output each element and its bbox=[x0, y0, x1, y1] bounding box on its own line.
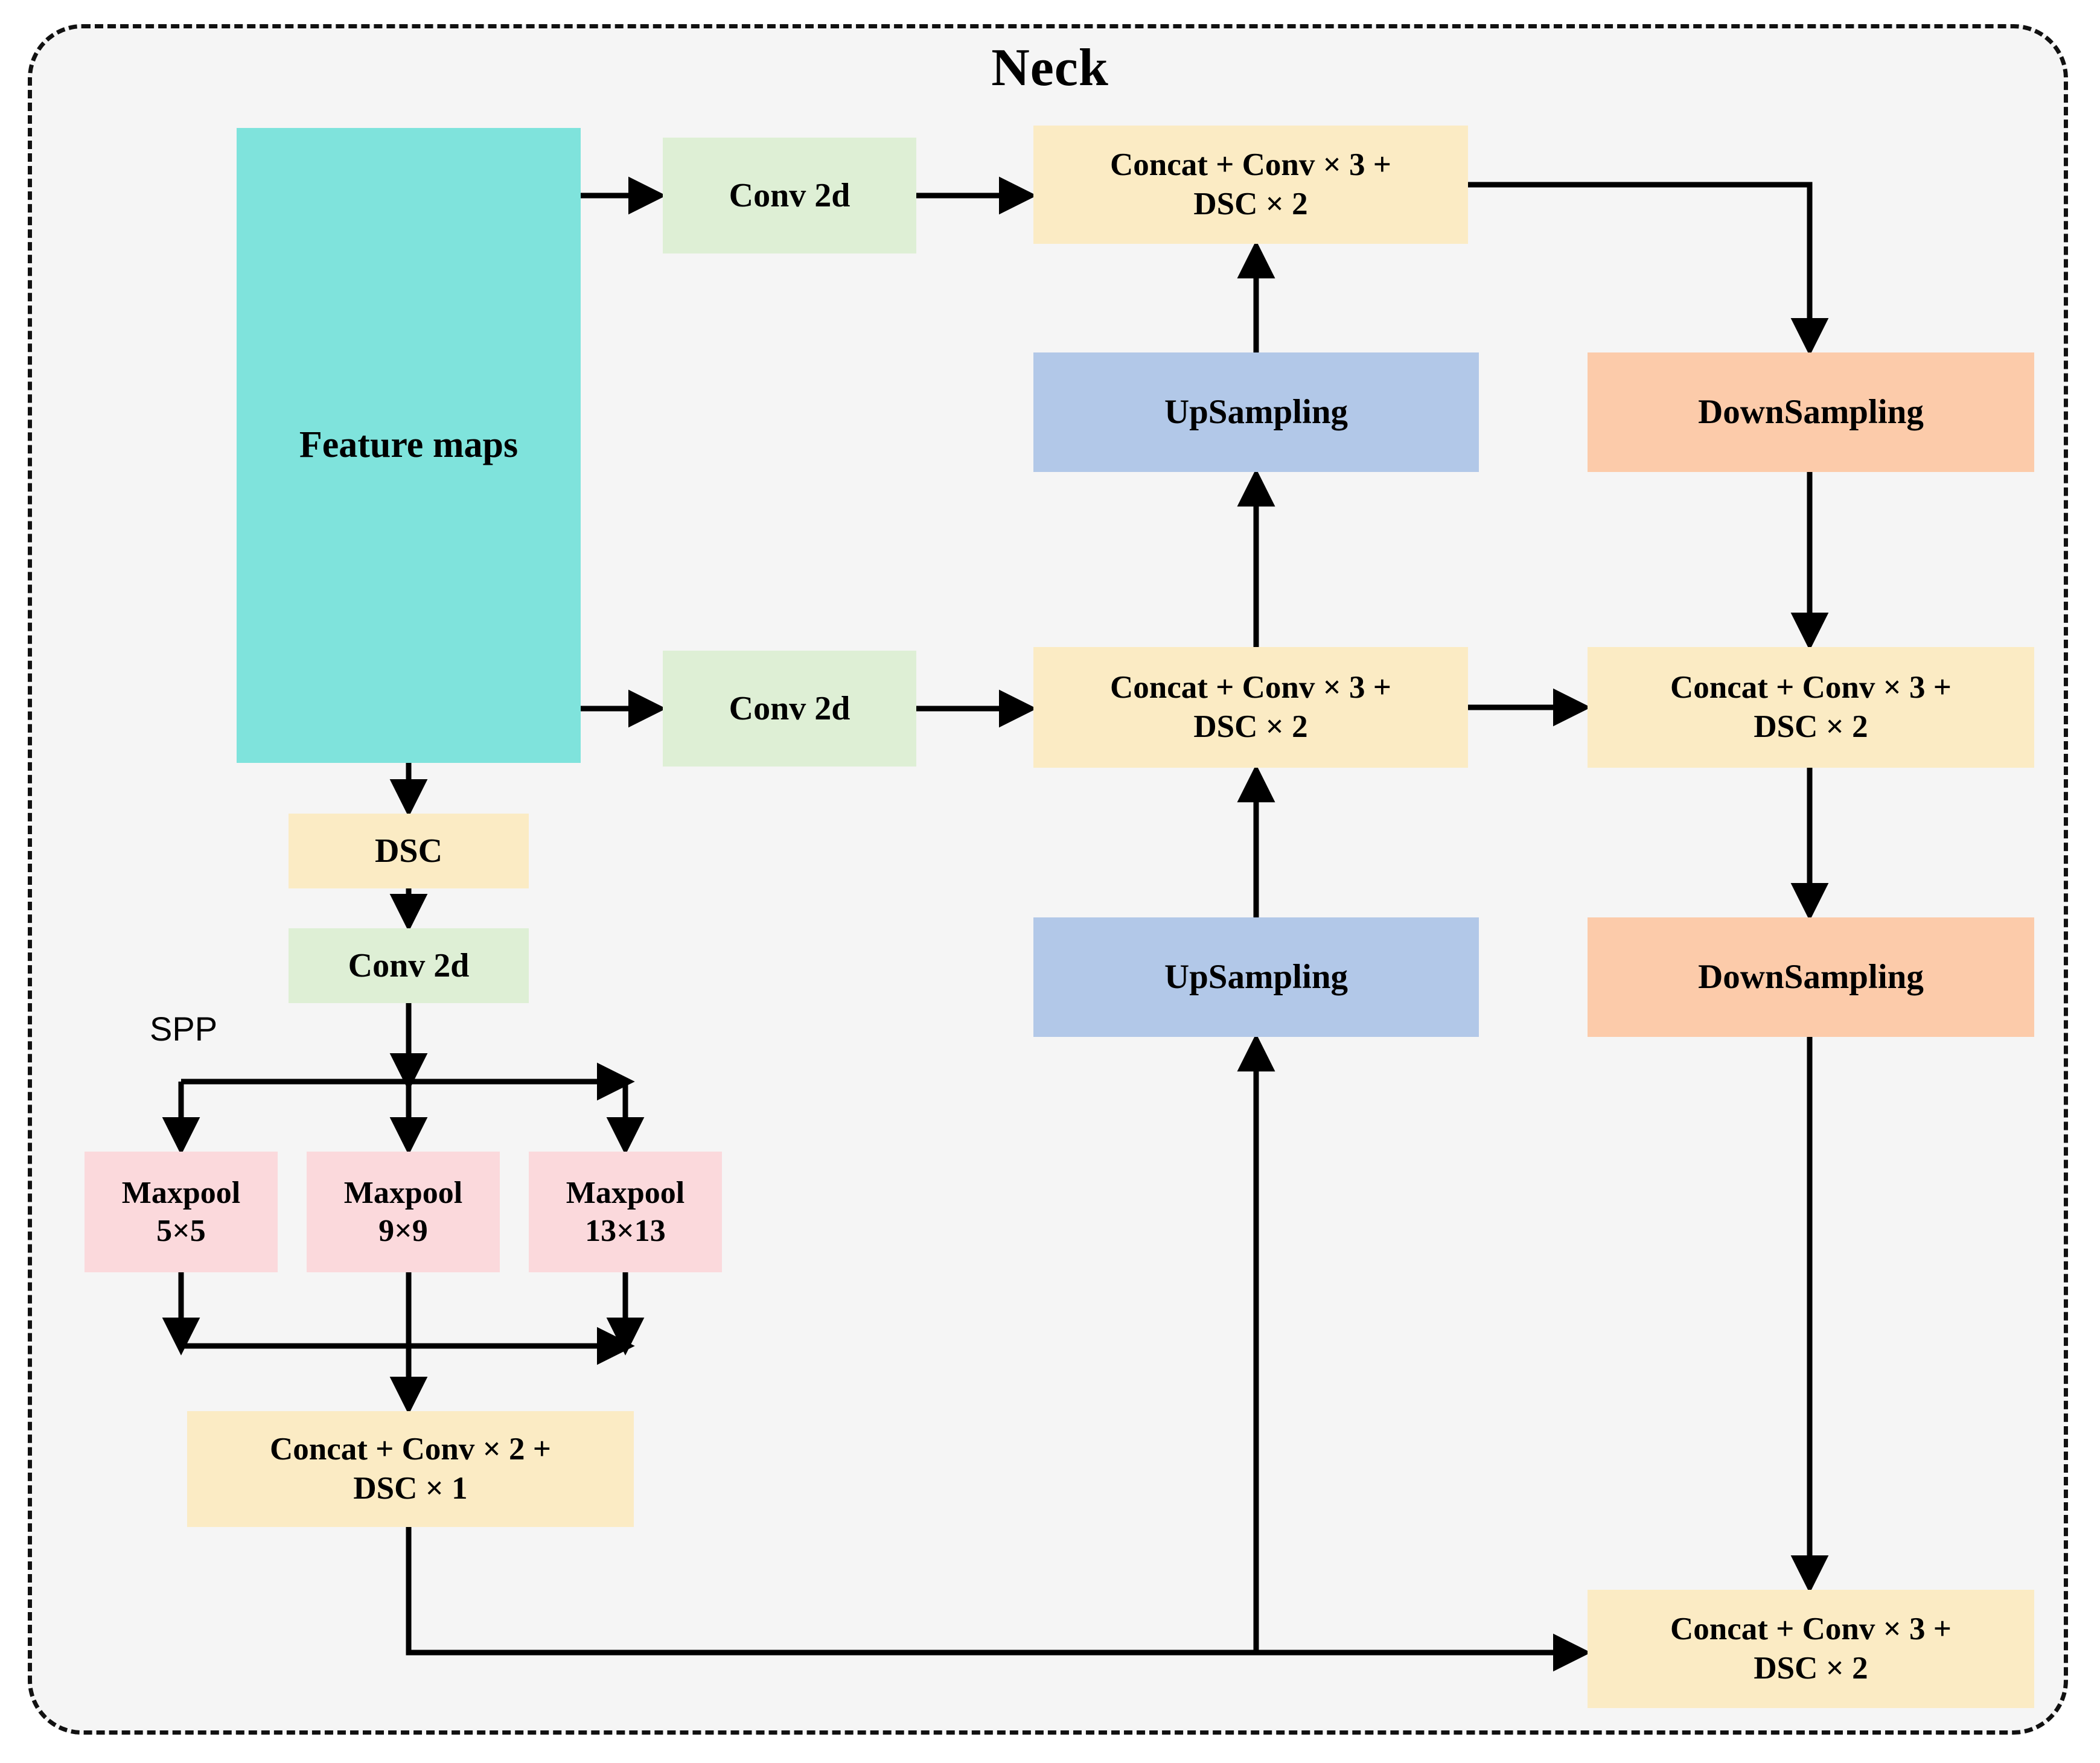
spp-label: SPP bbox=[150, 1010, 218, 1048]
conv2d-spp-block: Conv 2d bbox=[289, 928, 529, 1003]
concat-mid-left-block: Concat + Conv × 3 + DSC × 2 bbox=[1033, 647, 1468, 768]
maxpool-9x9-block: Maxpool 9×9 bbox=[307, 1152, 500, 1272]
feature-maps-block: Feature maps bbox=[237, 128, 581, 763]
concat-top-block: Concat + Conv × 3 + DSC × 2 bbox=[1033, 126, 1468, 244]
page-title: Neck bbox=[991, 39, 1109, 97]
maxpool-13x13-block: Maxpool 13×13 bbox=[529, 1152, 722, 1272]
concat-bottom-block: Concat + Conv × 3 + DSC × 2 bbox=[1588, 1590, 2034, 1708]
downsampling-2-block: DownSampling bbox=[1588, 917, 2034, 1037]
dsc-block: DSC bbox=[289, 814, 529, 888]
upsampling-1-block: UpSampling bbox=[1033, 352, 1479, 472]
concat-spp-block: Concat + Conv × 2 + DSC × 1 bbox=[187, 1411, 634, 1527]
maxpool-5x5-block: Maxpool 5×5 bbox=[85, 1152, 278, 1272]
downsampling-1-block: DownSampling bbox=[1588, 352, 2034, 472]
conv2d-mid-block: Conv 2d bbox=[663, 651, 916, 767]
conv2d-top-block: Conv 2d bbox=[663, 138, 916, 253]
concat-mid-right-block: Concat + Conv × 3 + DSC × 2 bbox=[1588, 647, 2034, 768]
upsampling-2-block: UpSampling bbox=[1033, 917, 1479, 1037]
